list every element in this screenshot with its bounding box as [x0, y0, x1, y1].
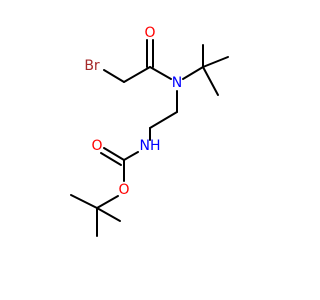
bond-carbamate-o-1 [103, 147, 125, 161]
bond-oester-tbu [96, 195, 119, 209]
bonds [70, 39, 229, 237]
atom-o-carbonyl: O [144, 25, 155, 41]
bond-ch2-ch2 [149, 111, 178, 129]
structure-diagram: Br O N NH O O [70, 25, 229, 237]
atom-o-ester: O [118, 182, 129, 198]
bond-carbonyl-n [149, 66, 172, 80]
bond-n-tbu [182, 66, 204, 80]
bond-tbu2-methyl-1 [96, 207, 121, 222]
atom-nh-carbamate: NH [140, 138, 161, 154]
bond-ch2-carbonyl [123, 66, 151, 83]
atom-br: Br [84, 58, 100, 74]
bond-tbu2-methyl-2 [70, 194, 98, 209]
bond-nh-carbamate [123, 151, 139, 161]
atom-o-carbamate-carbonyl: O [91, 138, 102, 154]
bond-tbu-methyl-2 [202, 56, 229, 68]
bond-br-ch2 [103, 69, 125, 83]
bond-tbu-methyl-3 [202, 66, 219, 96]
atom-labels: Br O N NH O O [84, 25, 182, 198]
bond-carbamate-o-2 [100, 152, 122, 166]
molecule-canvas: Br O N NH O O [70, 25, 229, 237]
atom-n-amide: N [172, 75, 182, 91]
